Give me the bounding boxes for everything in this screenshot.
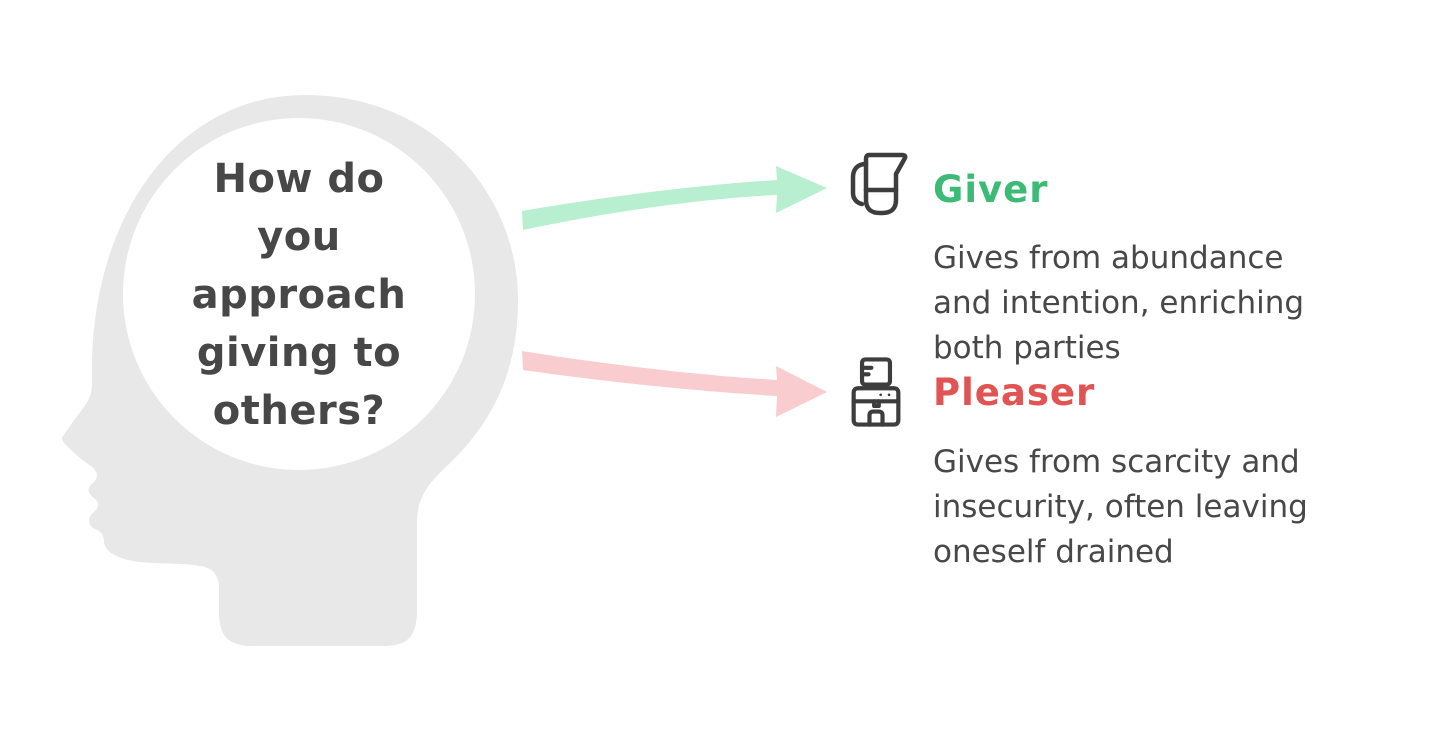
pleaser-label: Pleaser [933, 371, 1096, 414]
pitcher-icon [850, 152, 908, 216]
water-dispenser-icon [851, 357, 901, 427]
giver-label: Giver [933, 168, 1049, 211]
giver-arrow [522, 166, 827, 230]
pleaser-arrow [522, 351, 827, 417]
giver-description: Gives from abundance and intention, enri… [933, 240, 1305, 366]
pleaser-description: Gives from scarcity and insecurity, ofte… [933, 444, 1308, 570]
question-text: How do you approach giving to others? [191, 156, 407, 434]
thought-circle [123, 118, 475, 470]
